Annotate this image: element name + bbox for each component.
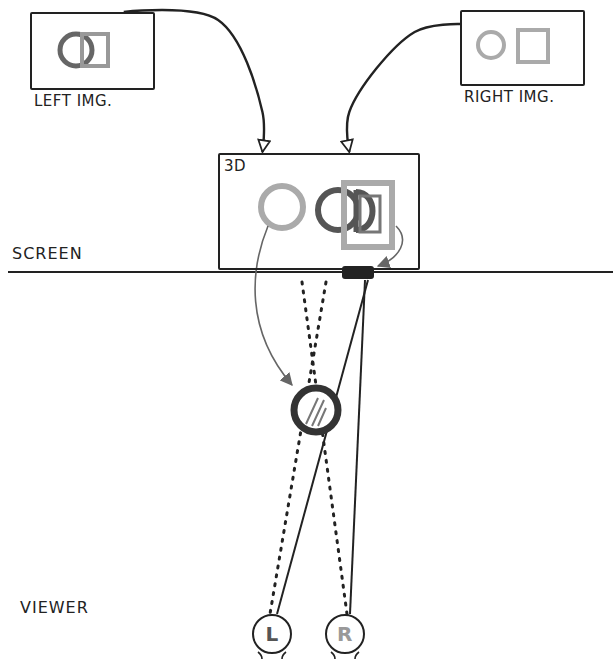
left-image-shapes — [60, 34, 108, 66]
screen-projection — [342, 266, 374, 279]
screen-label: SCREEN — [12, 244, 83, 263]
eye-circle: L — [252, 614, 292, 654]
image-arrow — [124, 10, 264, 152]
box-label: 3D — [224, 157, 246, 175]
eye-circle: R — [325, 614, 365, 654]
right-image-shapes — [478, 30, 548, 62]
depth-arrow — [255, 226, 292, 385]
sight-lines-dotted — [270, 282, 347, 614]
composite-shapes — [261, 183, 392, 247]
eye-letter: L — [265, 622, 278, 646]
screen-line — [8, 271, 613, 273]
box-label: RIGHT IMG. — [464, 88, 554, 106]
viewer-label: VIEWER — [20, 598, 89, 617]
sight-lines-solid — [277, 280, 368, 614]
perceived-object — [294, 388, 338, 432]
image-box: RIGHT IMG. — [460, 10, 585, 86]
eye-letter: R — [337, 622, 353, 646]
image-box: LEFT IMG. — [30, 12, 155, 90]
projection-arrow — [378, 226, 402, 266]
image-arrow — [347, 24, 460, 152]
box-label: LEFT IMG. — [34, 92, 112, 110]
composite-box: 3D — [218, 153, 420, 270]
